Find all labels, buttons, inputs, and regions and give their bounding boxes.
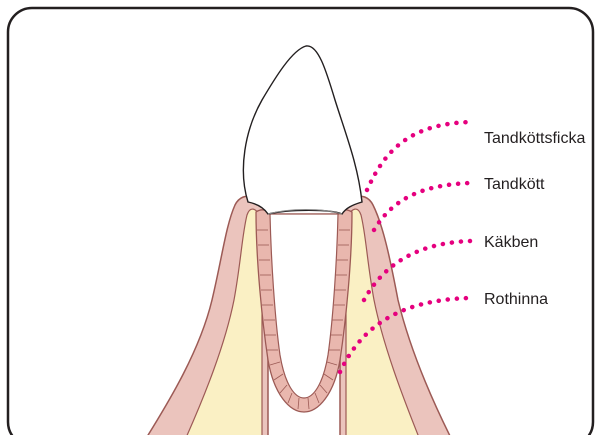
label-periodontal-ligament: Rothinna <box>484 289 548 311</box>
tooth-crown <box>243 46 362 214</box>
label-gingival-pocket: Tandkötts­ficka <box>484 128 594 150</box>
leader-pocket <box>367 122 470 190</box>
leader-gum <box>374 183 470 230</box>
label-jaw-bone: Käkben <box>484 232 538 254</box>
label-gum: Tandkött <box>484 174 544 196</box>
